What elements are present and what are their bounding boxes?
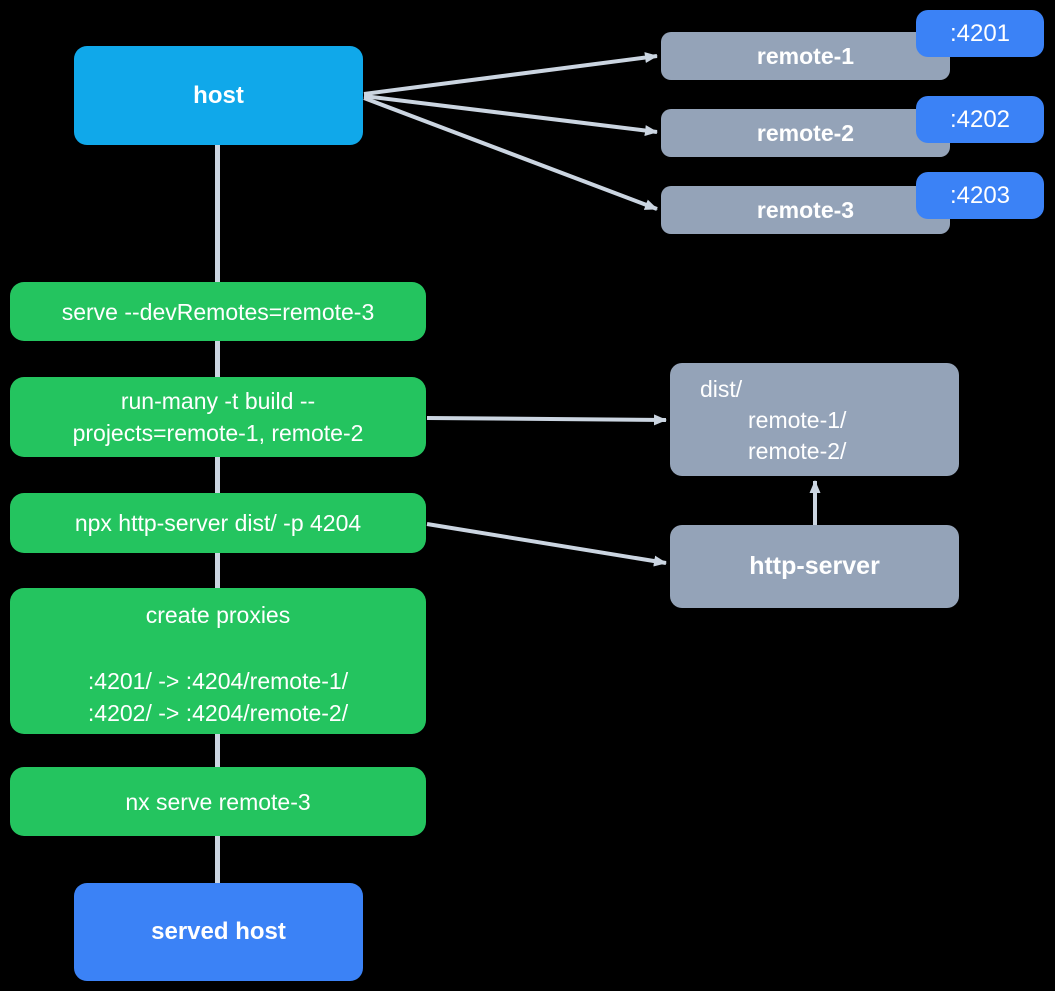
remote-2-node: remote-2: [661, 109, 950, 157]
remote-1-node: remote-1: [661, 32, 950, 80]
build-to-dist-arrow: [426, 414, 667, 426]
dist-remote-2-label: remote-2/: [748, 438, 847, 464]
command-build-line-2: projects=remote-1, remote-2: [72, 420, 364, 446]
command-http-text: npx http-server dist/ -p 4204: [74, 510, 362, 536]
command-run-many-build: run-many -t build -- projects=remote-1, …: [10, 377, 426, 457]
http-server-label: http-server: [749, 552, 880, 580]
command-nx-serve-remote-3: nx serve remote-3: [10, 767, 426, 836]
host-to-remote-3-arrow: [363, 96, 658, 211]
port-badge-4203: :4203: [916, 172, 1044, 219]
command-create-proxies: create proxies :4201/ -> :4204/remote-1/…: [10, 588, 426, 734]
create-proxies-title: create proxies: [145, 602, 291, 628]
remote-3-node: remote-3: [661, 186, 950, 234]
remote-2-label: remote-2: [756, 119, 855, 146]
host-node: host: [74, 46, 363, 145]
port-4201-label: :4201: [949, 19, 1011, 47]
remote-1-label: remote-1: [756, 42, 855, 69]
http-server-node: http-server: [670, 525, 959, 608]
dist-folder-node: dist/ remote-1/ remote-2/: [670, 363, 959, 476]
command-build-line-1: run-many -t build --: [120, 388, 316, 414]
command-npx-http-server: npx http-server dist/ -p 4204: [10, 493, 426, 553]
served-host-node: served host: [74, 883, 363, 981]
host-to-remote-1-arrow: [363, 52, 658, 96]
port-badge-4201: :4201: [916, 10, 1044, 57]
remote-3-label: remote-3: [756, 196, 855, 223]
proxy-mapping-2: :4202/ -> :4204/remote-2/: [87, 700, 349, 726]
proxy-mapping-1: :4201/ -> :4204/remote-1/: [87, 668, 349, 694]
served-host-label: served host: [151, 918, 286, 945]
http-command-to-server-arrow: [426, 522, 667, 567]
command-serve-devremotes: serve --devRemotes=remote-3: [10, 282, 426, 341]
host-label: host: [193, 81, 244, 109]
port-badge-4202: :4202: [916, 96, 1044, 143]
host-to-remote-2-arrow: [363, 94, 658, 136]
command-nxserve-text: nx serve remote-3: [125, 788, 311, 815]
dist-root-label: dist/: [700, 376, 743, 402]
port-4203-label: :4203: [949, 181, 1011, 209]
command-serve-text: serve --devRemotes=remote-3: [61, 298, 375, 325]
port-4202-label: :4202: [949, 105, 1011, 133]
dist-remote-1-label: remote-1/: [748, 407, 847, 433]
